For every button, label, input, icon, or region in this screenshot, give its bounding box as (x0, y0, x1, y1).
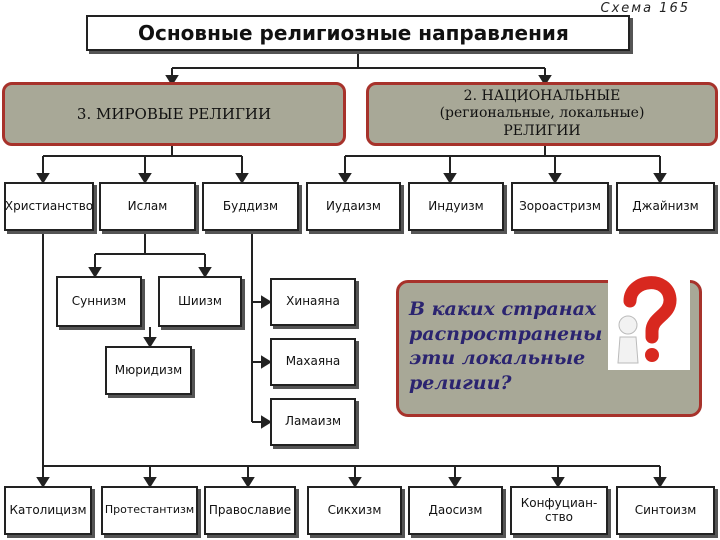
category-national-religions: 2. НАЦИОНАЛЬНЫЕ (региональные, локальные… (366, 82, 718, 146)
node-sunnism: Суннизм (56, 276, 142, 327)
node-hinayana: Хинаяна (270, 278, 356, 326)
node-christianity-label: Христианство (4, 198, 94, 213)
node-sikhism: Сикхизм (307, 486, 402, 535)
node-taoism-label: Даосизм (428, 502, 483, 517)
node-muridism: Мюридизм (105, 346, 192, 395)
category-world-label: 3. МИРОВЫЕ РЕЛИГИИ (76, 105, 272, 123)
node-mahayana-label: Махаяна (285, 354, 341, 369)
node-protestantism: Протестантизм (101, 486, 198, 535)
node-buddhism: Буддизм (202, 182, 299, 231)
node-catholicism-label: Католицизм (9, 502, 87, 517)
category-national-label: 2. НАЦИОНАЛЬНЫЕ (региональные, локальные… (439, 87, 645, 139)
scheme-label: Схема 165 (600, 1, 690, 16)
node-mahayana: Махаяна (270, 338, 356, 386)
category-world-religions: 3. МИРОВЫЕ РЕЛИГИИ (2, 82, 346, 146)
node-judaism: Иудаизм (306, 182, 401, 231)
node-judaism-label: Иудаизм (326, 198, 381, 213)
diagram-title: Основные религиозные направления (86, 15, 630, 51)
node-confucianism-label: Конфуциан-ство (520, 496, 598, 524)
node-hinduism: Индуизм (408, 182, 504, 231)
node-christianity: Христианство (4, 182, 94, 231)
question-mark-icon (608, 267, 690, 370)
node-shiism-label: Шиизм (178, 293, 222, 308)
node-jainism-label: Джайнизм (632, 198, 699, 213)
node-protestantism-label: Протестантизм (104, 503, 195, 517)
node-hinayana-label: Хинаяна (286, 294, 340, 309)
node-zoroastrianism-label: Зороастризм (519, 198, 601, 213)
node-islam-label: Ислам (127, 198, 168, 213)
node-islam: Ислам (99, 182, 196, 231)
node-buddhism-label: Буддизм (222, 198, 279, 213)
node-lamaism-label: Ламаизм (284, 414, 341, 429)
node-orthodoxy-label: Православие (208, 502, 292, 517)
node-catholicism: Католицизм (4, 486, 92, 535)
node-shiism: Шиизм (158, 276, 242, 327)
node-sikhism-label: Сикхизм (327, 502, 382, 517)
diagram-title-text: Основные религиозные направления (138, 21, 569, 45)
question-text: В каких странах распространены эти локал… (409, 298, 603, 395)
node-shintoism-label: Синтоизм (634, 502, 697, 517)
node-taoism: Даосизм (408, 486, 503, 535)
node-shintoism: Синтоизм (616, 486, 715, 535)
node-zoroastrianism: Зороастризм (511, 182, 609, 231)
node-hinduism-label: Индуизм (428, 198, 484, 213)
node-muridism-label: Мюридизм (114, 362, 183, 377)
node-confucianism: Конфуциан-ство (510, 486, 608, 535)
node-jainism: Джайнизм (616, 182, 715, 231)
node-lamaism: Ламаизм (270, 398, 356, 446)
node-sunnism-label: Суннизм (71, 293, 127, 308)
node-orthodoxy: Православие (204, 486, 296, 535)
